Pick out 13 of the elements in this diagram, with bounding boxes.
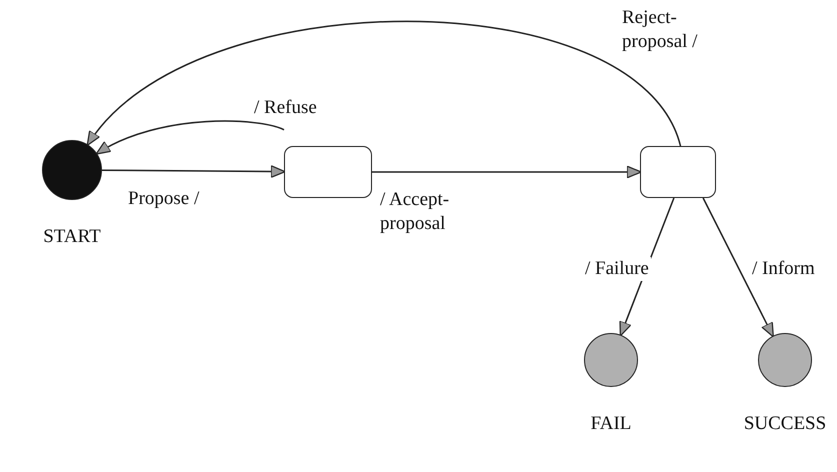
transition-arrow [86, 20, 682, 146]
state-label: FAIL [590, 413, 632, 436]
edge-label: / Failure [583, 257, 651, 281]
state-circle [758, 333, 812, 387]
transition-arrow [372, 166, 642, 178]
state-circle [584, 333, 638, 387]
state-label: START [43, 226, 101, 249]
state-box [640, 146, 716, 198]
state-box [284, 146, 372, 198]
state-label: SUCCESS [744, 413, 826, 436]
transition-arrow [102, 165, 286, 178]
transition-arrow [702, 198, 774, 338]
transition-arrow [95, 120, 284, 155]
